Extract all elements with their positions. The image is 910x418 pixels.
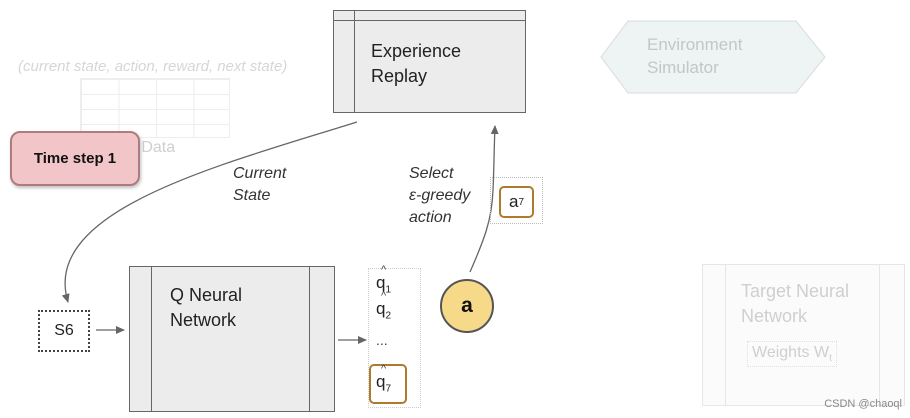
qnn-right-bar	[309, 267, 310, 411]
q2-base: q	[376, 299, 386, 318]
q1-hat: ^	[381, 264, 387, 276]
q1-sub: 1	[385, 284, 392, 296]
watermark: CSDN @chaoql	[824, 398, 902, 410]
q-values-ellipsis: ...	[376, 332, 388, 348]
q-value-1: q^ 1	[376, 264, 392, 296]
select-line1: Select	[409, 165, 454, 182]
current-state-label: Current State	[233, 163, 286, 207]
environment-simulator-label: Environment Simulator	[647, 33, 742, 79]
q-value-2: q^ 2	[376, 290, 392, 322]
weights-sub: t	[829, 353, 832, 365]
q-value-7: q^ 7	[376, 363, 392, 395]
qnn-line2: Network	[170, 310, 237, 330]
action-frame	[490, 177, 543, 224]
tuple-caption: (current state, action, reward, next sta…	[18, 58, 288, 75]
q-network-label: Q Neural Network	[170, 283, 242, 333]
qnn-left-bar	[151, 267, 152, 411]
experience-replay-box[interactable]: Experience Replay	[333, 10, 526, 113]
tnn-line1: Target Neural	[741, 281, 850, 301]
env-line1: Environment	[647, 35, 743, 54]
action-base: a	[508, 192, 519, 211]
tnn-right-bar	[879, 265, 880, 405]
select-action-label: Select ε-greedy action	[409, 163, 470, 229]
env-line2: Simulator	[647, 58, 719, 77]
replay-top-bar	[334, 20, 525, 21]
q2-hat: ^	[381, 290, 387, 302]
current-state-line1: Current	[233, 165, 287, 182]
target-neural-network-box: Target Neural Network Weights Wt	[702, 264, 905, 406]
experience-replay-label: Experience Replay	[371, 39, 461, 89]
q7-base: q	[376, 372, 386, 391]
replay-side-bar	[354, 11, 355, 112]
action-sub: 7	[518, 196, 525, 208]
training-data-table	[80, 78, 230, 138]
weights-base: Weights W	[752, 344, 830, 361]
replay-label-line1: Experience	[371, 41, 462, 61]
state-input-box[interactable]: S6	[38, 310, 90, 352]
environment-simulator-shape	[600, 20, 826, 94]
target-weights-label: Weights Wt	[747, 341, 837, 368]
target-network-label: Target Neural Network	[741, 279, 849, 329]
q2-sub: 2	[385, 310, 392, 322]
q7-hat: ^	[381, 363, 387, 375]
replay-label-line2: Replay	[371, 66, 428, 86]
select-line3: action	[409, 209, 452, 226]
tnn-left-bar	[725, 265, 726, 405]
action-circle[interactable]: a	[440, 279, 494, 333]
q-neural-network-box[interactable]: Q Neural Network	[129, 266, 335, 412]
tnn-line2: Network	[741, 306, 808, 326]
q-value-7-highlight[interactable]	[369, 364, 407, 404]
qnn-line1: Q Neural	[170, 285, 243, 305]
select-line2: ε-greedy	[409, 187, 471, 204]
q7-sub: 7	[385, 383, 392, 395]
q-values-column	[368, 268, 421, 408]
time-step-badge: Time step 1	[10, 131, 140, 186]
current-state-line2: State	[233, 187, 271, 204]
q1-base: q	[376, 273, 386, 292]
